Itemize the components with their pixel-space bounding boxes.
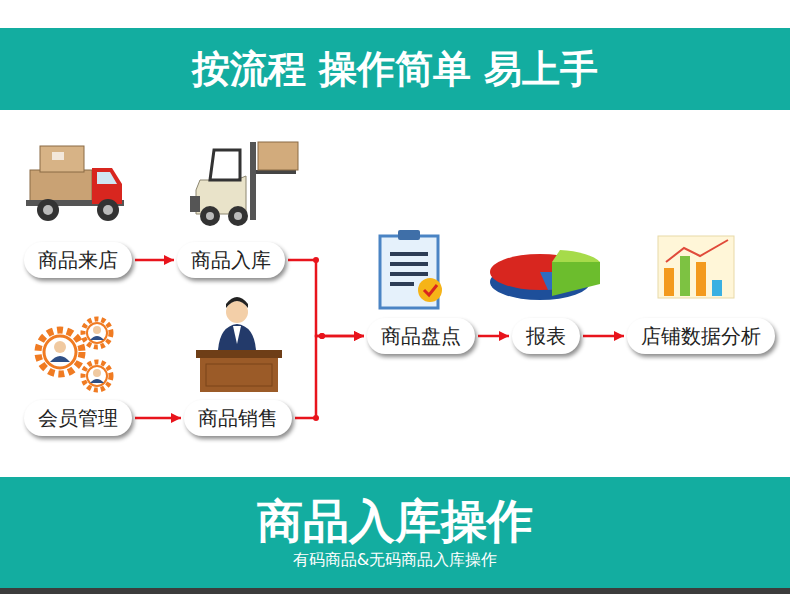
salesperson-icon — [196, 297, 282, 392]
bar-chart-icon — [658, 236, 734, 298]
clipboard-icon — [380, 230, 442, 308]
flow-arrow — [295, 336, 364, 418]
flow-arrow — [478, 335, 509, 338]
junction-dot — [319, 333, 325, 339]
pie-chart-icon — [490, 250, 600, 300]
step-pill: 商品来店 — [24, 242, 132, 278]
step-label: 商品销售 — [198, 405, 278, 432]
step-label: 商品来店 — [38, 247, 118, 274]
member-gears-icon — [38, 319, 111, 390]
step-pill: 会员管理 — [24, 400, 132, 436]
truck-icon — [26, 146, 124, 221]
section-heading: 商品入库操作 — [257, 494, 533, 549]
step-label: 商品入库 — [191, 247, 271, 274]
step-pill: 商品盘点 — [367, 318, 475, 354]
step-pill: 商品销售 — [184, 400, 292, 436]
header-band — [0, 28, 790, 110]
step-label: 店铺数据分析 — [641, 323, 761, 350]
junction-dot — [319, 333, 325, 339]
section-subtitle: 有码商品&无码商品入库操作 — [293, 549, 497, 571]
step-pill: 店铺数据分析 — [627, 318, 775, 354]
junction-dot — [313, 257, 319, 263]
flow-arrow — [135, 417, 181, 420]
step-label: 会员管理 — [38, 405, 118, 432]
junction-dot — [313, 415, 319, 421]
section-band: 商品入库操作有码商品&无码商品入库操作 — [0, 477, 790, 594]
page-title: 按流程 操作简单 易上手 — [0, 28, 790, 110]
step-label: 商品盘点 — [381, 323, 461, 350]
flow-arrow — [288, 260, 364, 336]
step-pill: 商品入库 — [177, 242, 285, 278]
flow-arrow — [135, 259, 174, 262]
forklift-icon — [190, 142, 298, 226]
flow-arrow — [583, 335, 624, 338]
step-label: 报表 — [526, 323, 566, 350]
step-pill: 报表 — [512, 318, 580, 354]
